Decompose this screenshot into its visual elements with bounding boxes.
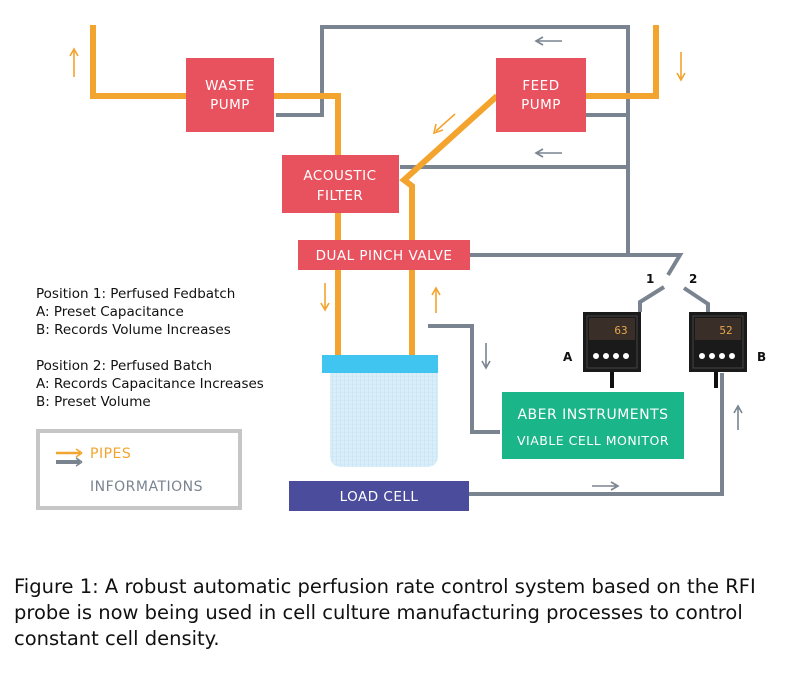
waste-pump-label-1: WASTE [205, 78, 255, 94]
pipe-feed-in [584, 25, 659, 99]
pipe-waste-in [273, 93, 341, 356]
arrow-up-b [733, 404, 743, 430]
switch-pos2-line [682, 286, 710, 312]
arrow-up-valve [431, 286, 441, 313]
waste-pump: WASTE PUMP [186, 58, 274, 132]
acoustic-filter-label-2: FILTER [317, 188, 364, 204]
arrow-diag [432, 113, 456, 135]
aber-viable-cell-monitor: ABER INSTRUMENTS VIABLE CELL MONITOR [502, 392, 684, 459]
position2-title: Position 2: Perfused Batch [36, 358, 212, 374]
feed-pump-label-1: FEED [522, 78, 559, 94]
arrow-left-top [534, 36, 562, 46]
controller-b: 52 B [689, 312, 766, 388]
info-line-valve-switch [470, 253, 684, 277]
arrow-left-filter [534, 148, 562, 158]
perfusion-diagram: 1 2 WASTE PUMP FEED PUMP ACOUSTIC FILTER… [36, 25, 766, 511]
load-cell: LOAD CELL [289, 481, 469, 511]
info-lines [56, 25, 724, 496]
dual-pinch-valve: DUAL PINCH VALVE [298, 240, 470, 270]
position2-b: B: Preset Volume [36, 394, 151, 410]
waste-pump-label-2: PUMP [210, 97, 250, 113]
controller-a: 63 A [563, 312, 641, 388]
aber-label-2: VIABLE CELL MONITOR [517, 433, 669, 448]
legend-info-label: INFORMATIONS [90, 479, 203, 495]
position2-a: A: Records Capacitance Increases [36, 376, 264, 392]
load-cell-label: LOAD CELL [340, 489, 419, 505]
position1-a: A: Preset Capacitance [36, 304, 184, 320]
info-arrows [75, 36, 743, 491]
pipe-arrows [69, 47, 686, 458]
legend-pipe-arrow [75, 448, 83, 458]
bioreactor-vessel [322, 355, 438, 467]
legend: PIPES INFORMATIONS [36, 429, 242, 510]
switch-label-2: 2 [689, 272, 697, 286]
legend-info-arrow [75, 457, 83, 467]
switch-label-1: 1 [646, 272, 654, 286]
info-line-loadcell [468, 373, 724, 496]
figure-caption: Figure 1: A robust automatic perfusion r… [14, 575, 756, 650]
aber-label-1: ABER INSTRUMENTS [517, 407, 668, 423]
pipe-waste-out [90, 25, 188, 99]
position-notes: Position 1: Perfused Fedbatch A: Preset … [36, 286, 264, 410]
legend-pipes-label: PIPES [90, 446, 131, 462]
controller-b-reading: 52 [719, 324, 732, 337]
controller-a-reading: 63 [614, 324, 627, 337]
info-line-top [276, 25, 630, 255]
dual-pinch-valve-label: DUAL PINCH VALVE [316, 248, 453, 264]
controller-a-label: A [563, 350, 573, 364]
feed-pump: FEED PUMP [496, 58, 586, 132]
vessel-lid [322, 355, 438, 373]
acoustic-filter-label-1: ACOUSTIC [303, 168, 376, 184]
arrow-up-waste [69, 47, 79, 77]
controller-b-label: B [757, 350, 766, 364]
position1-title: Position 1: Perfused Fedbatch [36, 286, 235, 302]
arrow-down-feed [676, 52, 686, 82]
switch-pos1-line [638, 285, 666, 312]
acoustic-filter: ACOUSTIC FILTER [282, 155, 399, 213]
info-line-monitor [428, 324, 500, 434]
arrow-right-loadcell [592, 481, 620, 491]
pipe-feed-out [399, 93, 500, 356]
position1-b: B: Records Volume Increases [36, 322, 231, 338]
feed-pump-label-2: PUMP [521, 97, 561, 113]
arrow-down-valve [320, 283, 330, 312]
arrow-down-monitor [481, 343, 491, 370]
